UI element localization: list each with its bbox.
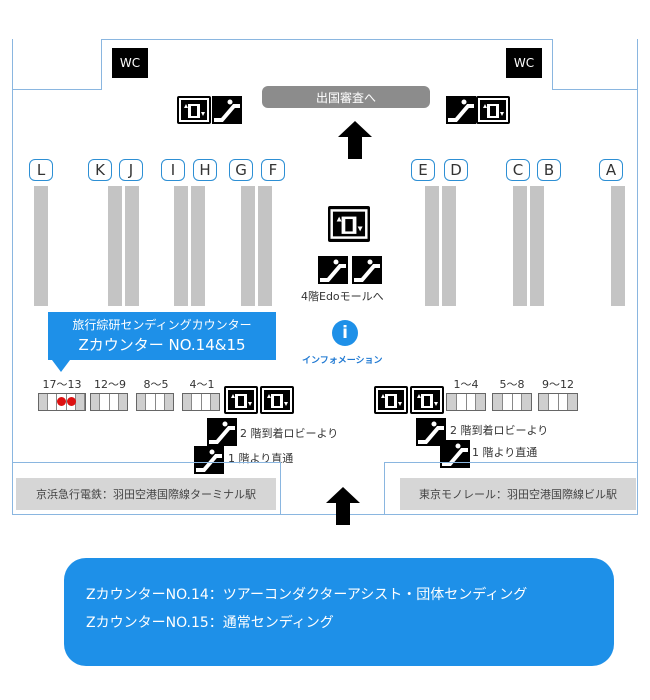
elevator-icon — [328, 206, 370, 242]
counter-letter-b: B — [537, 159, 561, 181]
elevator-icon — [410, 386, 444, 414]
z-counter-15-marker — [67, 397, 76, 406]
counter-column — [191, 186, 205, 306]
wc-alcove-left — [12, 39, 102, 90]
elevator-icon — [374, 386, 408, 414]
callout-title: 旅行綜研センディングカウンター — [72, 318, 252, 332]
escalator-icon — [440, 440, 470, 468]
escalator-icon — [446, 96, 476, 124]
information-label: インフォメーション — [302, 356, 383, 366]
counter-letter-a: A — [599, 159, 623, 181]
counter-range-17-13: 17～13 — [42, 378, 82, 391]
escalator-direct-from-1f-right: 1 階より直通 — [472, 446, 538, 459]
elevator-icon — [476, 96, 510, 124]
mall-direction-label: 4階Edoモールへ — [301, 290, 384, 303]
counter-column — [611, 186, 625, 306]
counter-letter-e: E — [411, 159, 435, 181]
counter-letter-h: H — [193, 159, 217, 181]
counter-letter-d: D — [444, 159, 468, 181]
arrow-up-icon — [326, 487, 360, 525]
station-outline — [280, 462, 281, 515]
escalator-icon — [416, 418, 446, 446]
legend-z-counter-14: ZカウンターNO.14：ツアーコンダクターアシスト・団体センディング — [86, 587, 528, 603]
counter-group-1-4 — [446, 393, 486, 411]
escalator-icon — [212, 96, 242, 124]
callout-pointer — [52, 360, 70, 372]
station-outline — [12, 462, 280, 463]
counter-column — [241, 186, 255, 306]
escalator-icon — [318, 256, 348, 284]
arrow-up-icon — [338, 121, 372, 159]
counter-column — [425, 186, 439, 306]
elevator-icon — [224, 386, 258, 414]
elevator-icon — [260, 386, 294, 414]
counter-range-1-4: 1～4 — [453, 378, 479, 391]
counter-group-5-8 — [492, 393, 532, 411]
counter-column — [258, 186, 272, 306]
counter-group-4-1 — [182, 393, 220, 411]
escalator-icon — [352, 256, 382, 284]
counter-group-8-5 — [136, 393, 174, 411]
keikyu-station-label: 京浜急行電鉄：羽田空港国際線ターミナル駅 — [16, 478, 276, 510]
counter-column — [442, 186, 456, 306]
counter-group-9-12 — [538, 393, 578, 411]
counter-range-4-1: 4～1 — [189, 378, 215, 391]
z-counter-14-marker — [57, 397, 66, 406]
counter-range-8-5: 8～5 — [143, 378, 169, 391]
counter-letter-c: C — [506, 159, 530, 181]
departure-immigration-sign: 出国審査へ — [262, 86, 430, 108]
information-icon: i — [332, 320, 358, 346]
escalator-icon — [194, 446, 224, 474]
counter-range-12-9: 12～9 — [94, 378, 126, 391]
counter-letter-g: G — [229, 159, 253, 181]
counter-column — [108, 186, 122, 306]
counter-letter-j: J — [119, 159, 143, 181]
wc-alcove-right — [552, 39, 638, 90]
z-counter-callout: 旅行綜研センディングカウンター Zカウンター NO.14&15 — [48, 312, 276, 360]
counter-letter-f: F — [261, 159, 285, 181]
counter-column — [174, 186, 188, 306]
counter-range-5-8: 5～8 — [499, 378, 525, 391]
counter-letter-l: L — [29, 159, 53, 181]
legend-z-counter-15: ZカウンターNO.15：通常センディング — [86, 615, 334, 631]
callout-counter-number: Zカウンター NO.14&15 — [78, 336, 246, 354]
elevator-icon — [177, 96, 211, 124]
counter-column — [513, 186, 527, 306]
counter-group-17-13 — [38, 393, 86, 411]
counter-column — [125, 186, 139, 306]
counter-letter-k: K — [88, 159, 112, 181]
counter-column — [34, 186, 48, 306]
counter-letter-i: I — [161, 159, 185, 181]
escalator-from-2f-arrival-left: 2 階到着ロビーより — [240, 427, 339, 440]
counter-range-9-12: 9～12 — [542, 378, 574, 391]
escalator-direct-from-1f-left: 1 階より直通 — [228, 452, 294, 465]
escalator-from-2f-arrival-right: 2 階到着ロビーより — [450, 424, 549, 437]
wc-left-sign: WC — [112, 48, 148, 78]
monorail-station-label: 東京モノレール：羽田空港国際線ビル駅 — [400, 478, 636, 510]
escalator-icon — [207, 418, 237, 446]
station-outline — [384, 462, 638, 463]
floor-outline — [12, 39, 638, 515]
legend-box: ZカウンターNO.14：ツアーコンダクターアシスト・団体センディング Zカウンタ… — [64, 558, 614, 666]
counter-column — [530, 186, 544, 306]
counter-group-12-9 — [90, 393, 128, 411]
station-outline — [384, 462, 385, 515]
wc-right-sign: WC — [506, 48, 542, 78]
